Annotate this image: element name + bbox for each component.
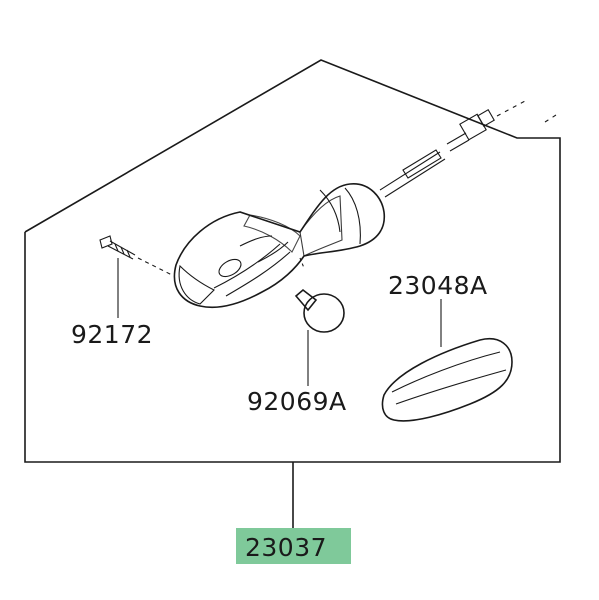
frame-outline	[24, 59, 561, 463]
label-lens[interactable]: 23048A	[388, 271, 488, 300]
label-bulb[interactable]: 92069A	[247, 387, 347, 416]
turn-signal-housing	[173, 183, 386, 309]
wire-connector	[379, 99, 557, 198]
assembly-highlight	[236, 528, 351, 564]
lens-part	[381, 299, 513, 422]
label-assembly[interactable]: 23037	[245, 533, 327, 562]
label-screw[interactable]: 92172	[71, 320, 153, 349]
bulb-part	[294, 288, 345, 386]
screw-part	[99, 235, 173, 276]
